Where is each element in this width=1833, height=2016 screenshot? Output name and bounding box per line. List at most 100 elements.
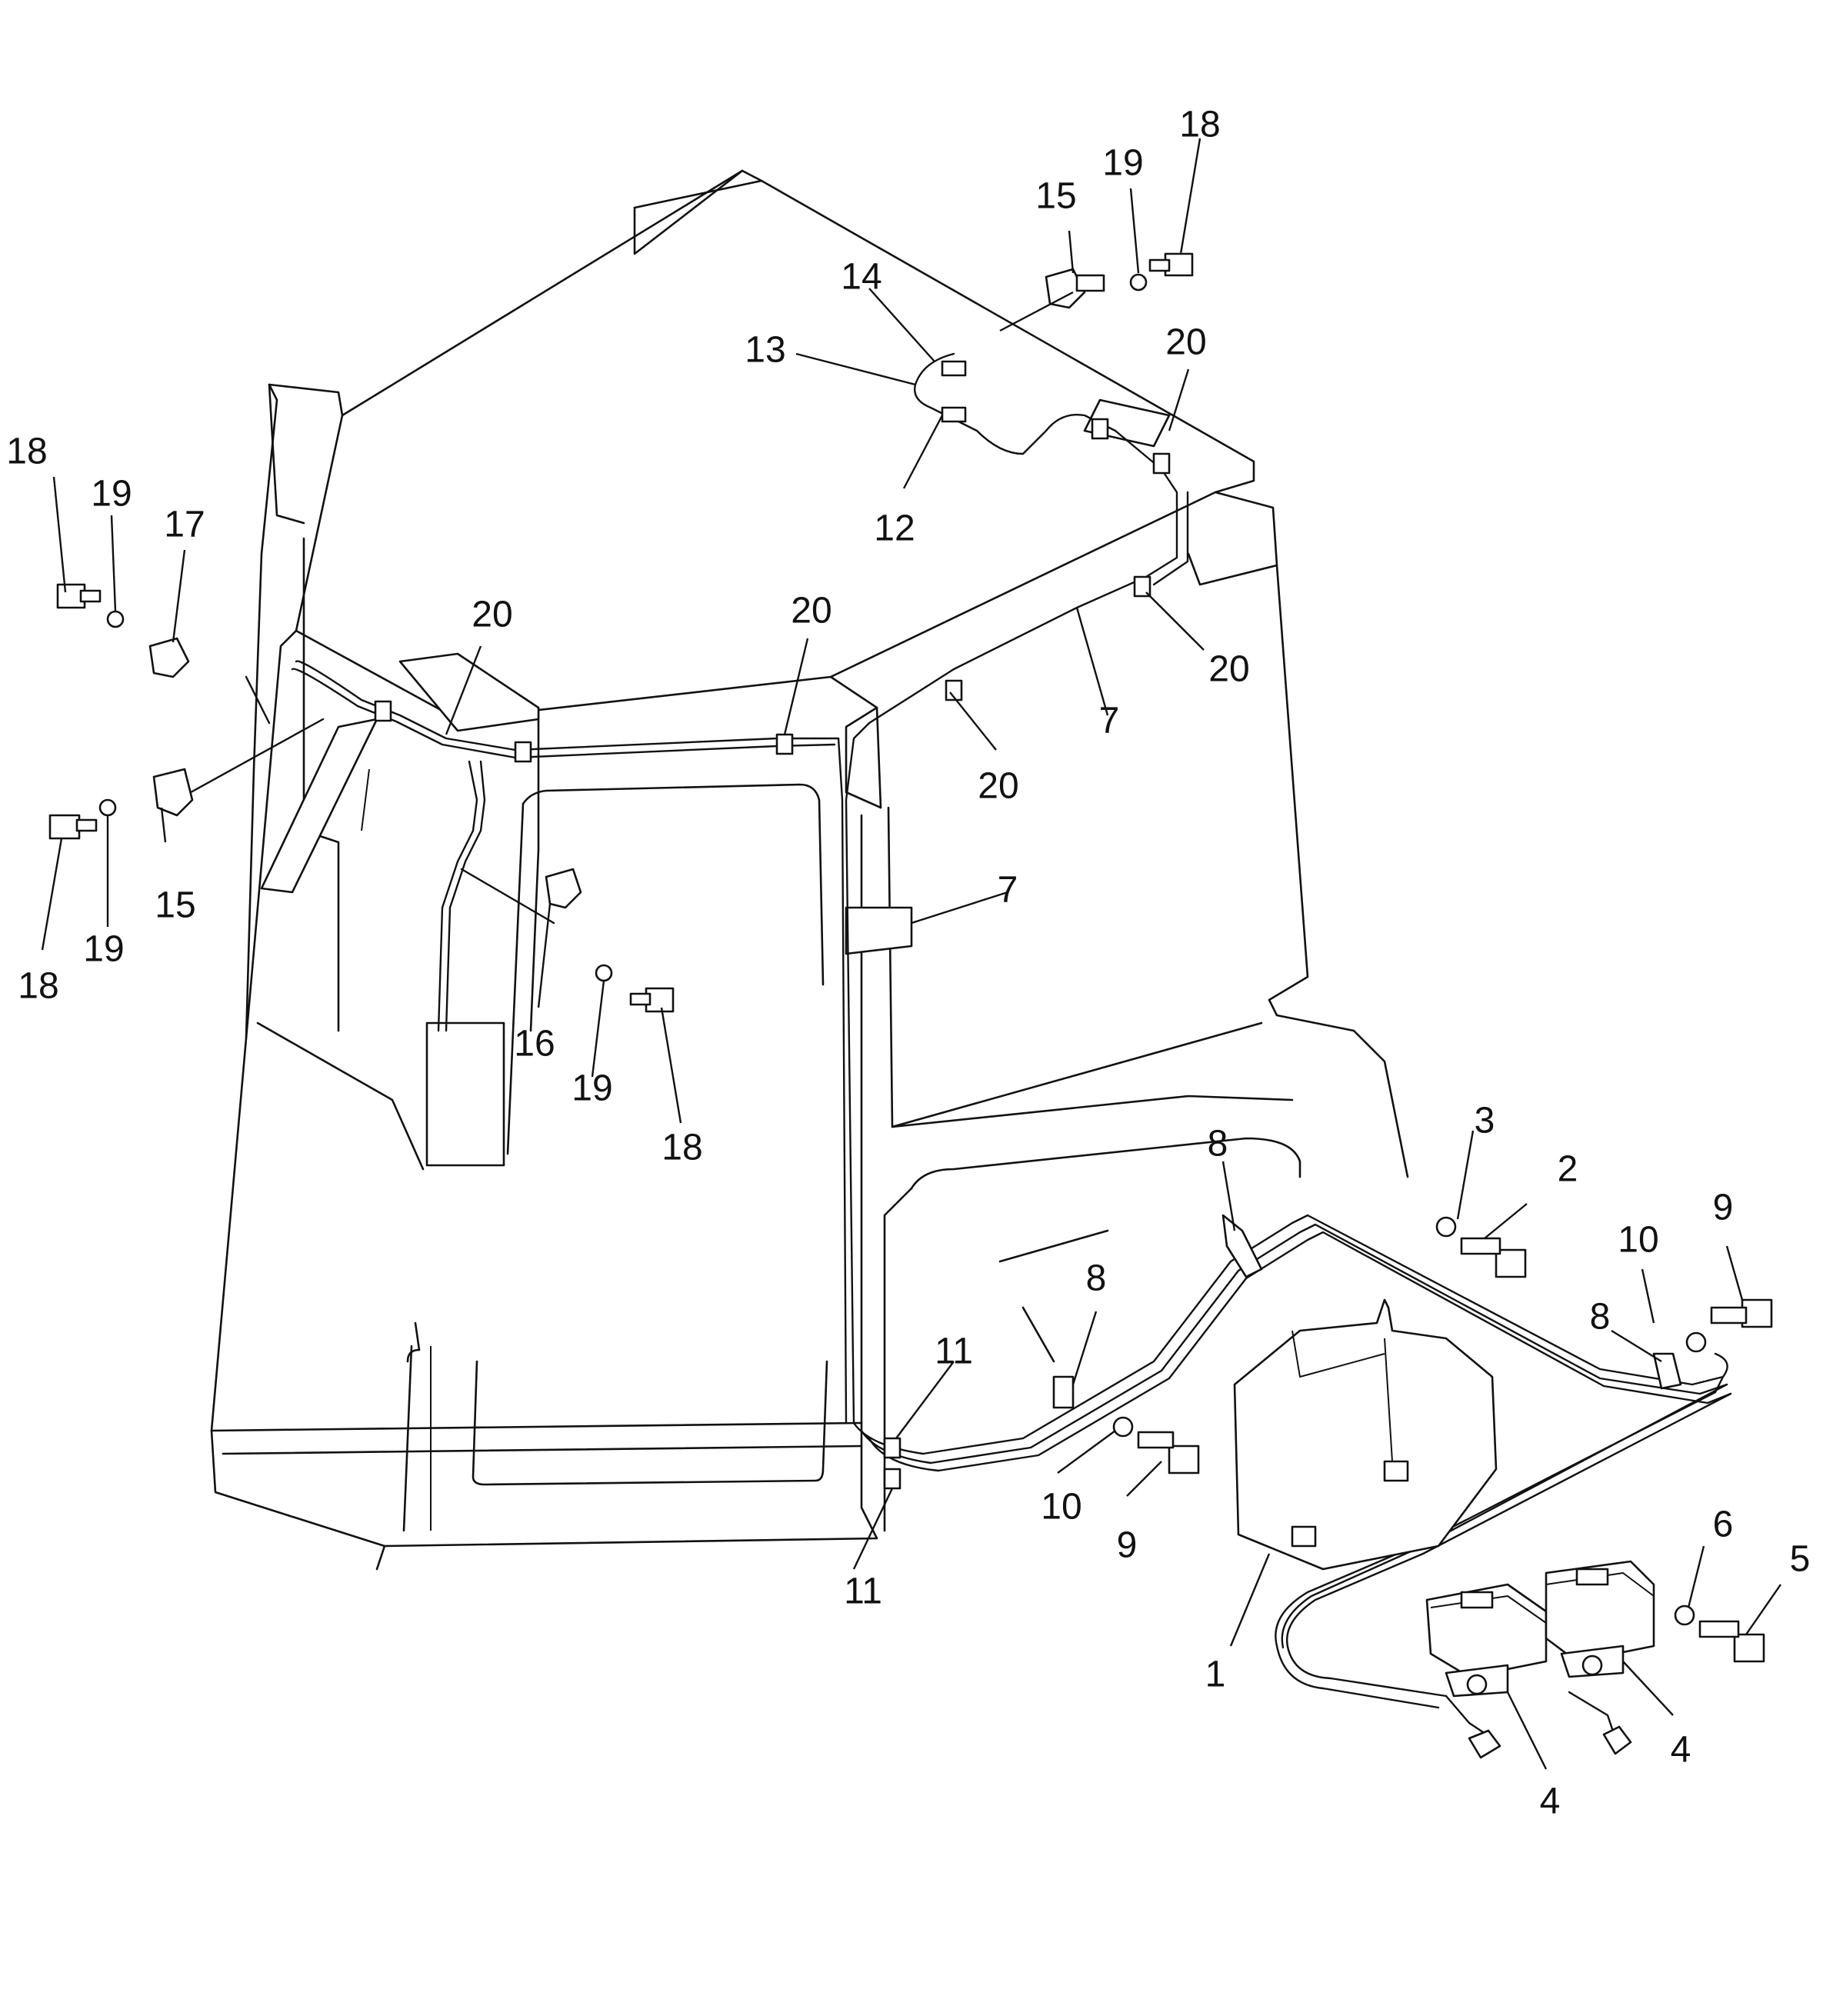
callout-7: 7 bbox=[1099, 701, 1120, 741]
nozzle-plate bbox=[1045, 268, 1086, 309]
callout-10: 10 bbox=[1041, 1487, 1081, 1528]
callout-18: 18 bbox=[6, 432, 47, 472]
bracket-tab bbox=[1383, 1460, 1409, 1482]
callout-18: 18 bbox=[18, 966, 58, 1007]
bolt-head bbox=[1741, 1298, 1773, 1328]
washer bbox=[1435, 1216, 1457, 1238]
callout-19: 19 bbox=[572, 1068, 612, 1109]
bolt-shank bbox=[79, 589, 102, 603]
callout-19: 19 bbox=[1102, 143, 1143, 184]
callout-11: 11 bbox=[935, 1331, 973, 1372]
bolt-shank bbox=[1698, 1620, 1740, 1638]
bolt-shank bbox=[1460, 1237, 1501, 1255]
callout-16: 16 bbox=[514, 1024, 555, 1065]
callout-20: 20 bbox=[978, 766, 1018, 807]
clamp bbox=[374, 700, 392, 722]
pump-outlet bbox=[1466, 1674, 1488, 1695]
callout-20: 20 bbox=[1208, 649, 1249, 690]
clamp bbox=[1221, 1214, 1263, 1278]
callout-19: 19 bbox=[83, 929, 124, 970]
nozzle-plate bbox=[148, 637, 190, 678]
nozzle-plate bbox=[152, 768, 194, 817]
wire-tag bbox=[845, 906, 913, 955]
bracket-tab bbox=[1291, 1525, 1317, 1548]
callout-15: 15 bbox=[155, 885, 195, 926]
roof-label bbox=[398, 652, 540, 732]
callout-7: 7 bbox=[998, 870, 1018, 911]
callout-6: 6 bbox=[1713, 1505, 1734, 1545]
callout-17: 17 bbox=[164, 505, 205, 545]
bolt-shank bbox=[75, 818, 98, 832]
callouts: 1 2 3 4 4 5 6 7 7 8 8 8 9 9 10 10 11 11 … bbox=[6, 105, 1810, 1822]
callout-11: 11 bbox=[844, 1571, 882, 1612]
callout-20: 20 bbox=[1165, 322, 1206, 363]
callout-4: 4 bbox=[1671, 1730, 1691, 1771]
washer bbox=[1674, 1604, 1695, 1626]
pump-cap bbox=[1575, 1568, 1609, 1586]
washer bbox=[595, 964, 613, 982]
clamp bbox=[1652, 1352, 1682, 1390]
clamp bbox=[1052, 1375, 1075, 1409]
callout-15: 15 bbox=[1035, 176, 1076, 217]
bolt-shank bbox=[629, 992, 652, 1006]
callout-1: 1 bbox=[1205, 1654, 1226, 1695]
wire-connector bbox=[1602, 1725, 1632, 1755]
wire-connector bbox=[1468, 1729, 1501, 1759]
clamps bbox=[374, 418, 1682, 1490]
callout-18: 18 bbox=[662, 1128, 702, 1168]
washer-hoses bbox=[175, 352, 1732, 1740]
clamp bbox=[1133, 575, 1151, 598]
callout-20: 20 bbox=[472, 595, 512, 635]
washer bbox=[1129, 273, 1148, 292]
bracket bbox=[1233, 1298, 1498, 1571]
wiper-arm bbox=[260, 718, 378, 894]
bolt-head bbox=[1495, 1248, 1527, 1278]
clamp bbox=[945, 679, 963, 701]
washer bbox=[106, 610, 125, 628]
callout-14: 14 bbox=[841, 257, 882, 298]
callout-5: 5 bbox=[1790, 1539, 1811, 1580]
clamp bbox=[1091, 418, 1109, 440]
washer bbox=[1685, 1331, 1707, 1353]
callout-9: 9 bbox=[1117, 1525, 1138, 1566]
leader-lines bbox=[41, 138, 1781, 1770]
callout-2: 2 bbox=[1558, 1149, 1578, 1190]
pump-outlet bbox=[1581, 1654, 1603, 1676]
nozzle-plate bbox=[545, 868, 582, 909]
bolt-head bbox=[1733, 1633, 1765, 1663]
joint bbox=[941, 406, 967, 423]
pump-cap bbox=[1460, 1591, 1494, 1609]
callout-9: 9 bbox=[1713, 1188, 1734, 1228]
callout-8: 8 bbox=[1208, 1124, 1228, 1165]
callout-4: 4 bbox=[1540, 1781, 1561, 1822]
callout-12: 12 bbox=[874, 508, 915, 549]
bolt-head bbox=[645, 987, 675, 1013]
fasteners bbox=[48, 252, 1773, 1663]
clamp bbox=[883, 1468, 902, 1490]
bolt-head bbox=[1168, 1445, 1200, 1475]
callout-18: 18 bbox=[1179, 105, 1220, 145]
callout-8: 8 bbox=[1590, 1297, 1611, 1338]
washer-pump-left bbox=[1425, 1583, 1548, 1698]
callout-3: 3 bbox=[1475, 1101, 1495, 1141]
cab-body bbox=[210, 169, 1409, 1571]
callout-8: 8 bbox=[1086, 1258, 1107, 1299]
bolt-head bbox=[56, 583, 86, 609]
clamp bbox=[775, 733, 794, 755]
callout-20: 20 bbox=[791, 591, 832, 631]
bolt-shank bbox=[1710, 1306, 1748, 1325]
callout-10: 10 bbox=[1618, 1220, 1658, 1261]
callout-13: 13 bbox=[745, 330, 785, 371]
bolt-shank bbox=[1137, 1431, 1175, 1449]
clamp bbox=[883, 1437, 902, 1459]
callout-19: 19 bbox=[91, 474, 132, 515]
washer-pump-right bbox=[1545, 1560, 1655, 1678]
clamp bbox=[1152, 452, 1171, 475]
joint bbox=[941, 360, 967, 377]
bolt-head bbox=[48, 814, 81, 840]
washer-tank-panel bbox=[425, 1021, 505, 1167]
bolt-shank bbox=[1148, 258, 1171, 272]
clamp bbox=[514, 741, 532, 763]
nozzle-body bbox=[1075, 274, 1105, 292]
